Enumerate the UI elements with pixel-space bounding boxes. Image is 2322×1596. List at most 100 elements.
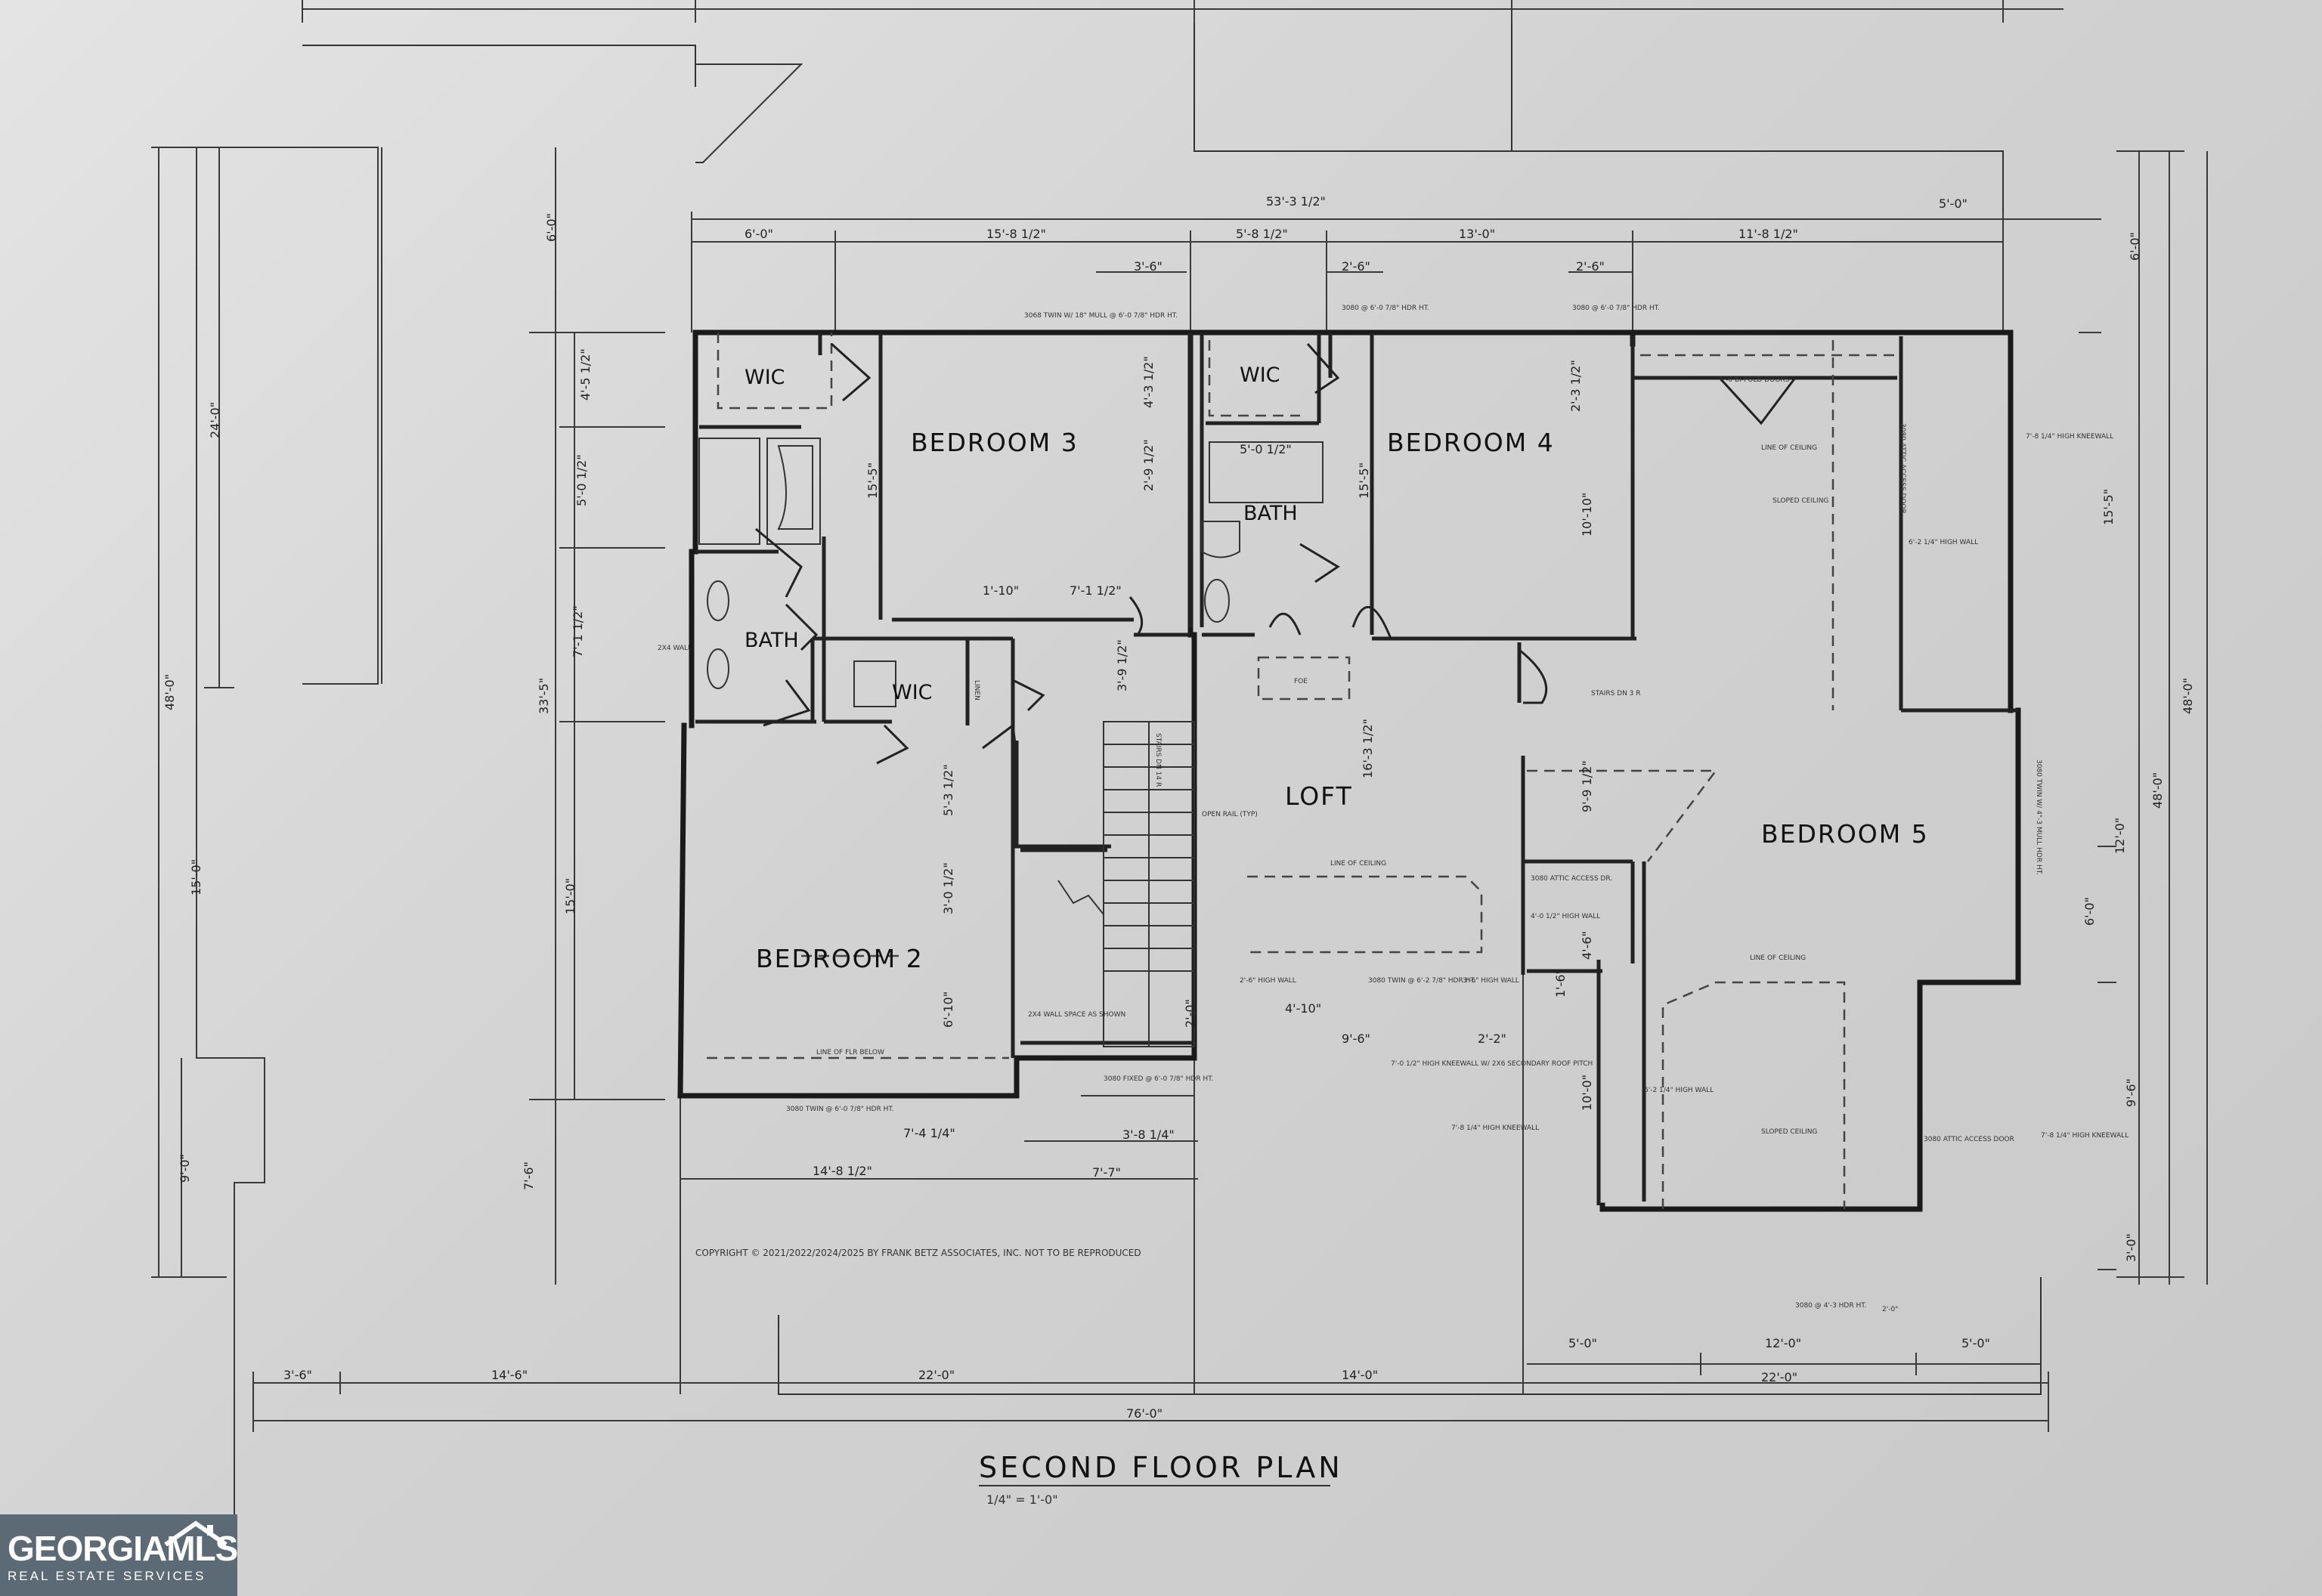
room-labels: BEDROOM 3 BEDROOM 4 BEDROOM 5 BEDROOM 2 … [745,363,1929,973]
dim-top-b: 15'-8 1/2" [986,227,1046,241]
dim-left-1: 6'-0" [544,213,559,242]
dim-b5-e: 2'-0" [1183,999,1197,1028]
bedroom-2-label: BEDROOM 2 [756,944,924,973]
dim-right-5: 6'-0" [2082,897,2097,926]
dim-left-11: 7'-6" [522,1161,536,1190]
dimension-labels: 76'-0" 3'-6" 14'-6" 22'-0" 14'-0" 22'-0"… [163,194,2195,1421]
note-16: 3'-6" HIGH WALL [1463,977,1519,985]
note-32: 2'-0" [1882,1306,1898,1313]
dim-left-6: 33'-5" [537,678,551,714]
dim-b5-d: 4'-6" [1580,931,1594,960]
note-5: LINE OF CEILING [1761,444,1817,452]
note-20: 3080 FIXED @ 6'-0 7/8" HDR HT. [1104,1075,1214,1083]
dim-right-6: 9'-6" [2124,1078,2138,1107]
note-18: LINE OF FLR BELOW [816,1049,884,1056]
dim-right-8: 48'-0" [2150,772,2165,809]
dim-loft-a: 3'-9 1/2" [1115,639,1129,691]
dim-bottom-5: 22'-0" [1761,1370,1797,1384]
linen-label: LINEN [973,680,980,701]
dim-left-2: 24'-0" [208,402,222,438]
dim-right-7: 3'-0" [2124,1233,2138,1262]
note-3: 3080 @ 6'-0 7/8" HDR HT. [1572,305,1660,312]
dim-b5-b: 10'-0" [1580,1075,1594,1111]
dim-top-c: 5'-8 1/2" [1236,227,1288,241]
dim-b3-h: 15'-5" [865,462,880,499]
note-4: 6'-0 BI-FOLD DOORS [1720,376,1790,384]
note-12: OPEN RAIL (TYP) [1202,811,1258,818]
dim-right-3: 15'-5" [2101,489,2116,525]
dim-bath4: 5'-0 1/2" [1240,442,1292,456]
note-26: SLOPED CEILING [1761,1128,1817,1136]
dim-loft-d: 2'-2" [1478,1032,1506,1046]
note-1: 3068 TWIN W/ 18" MULL @ 6'-0 7/8" HDR HT… [1024,312,1178,320]
note-29: 7'-8 1/4" HIGH KNEEWALL [2041,1132,2128,1140]
house-roof-icon [164,1520,228,1546]
note-7: 3080 ATTIC ACCESS DOOR [1899,423,1906,514]
foe-label: FOE [1294,678,1308,685]
dim-b2-d: 14'-8 1/2" [813,1164,872,1178]
logo-tagline: REAL ESTATE SERVICES [8,1569,206,1583]
dim-top-total: 53'-3 1/2" [1266,194,1326,209]
dim-b2-e: 7'-4 1/4" [903,1126,955,1140]
interior-walls [695,332,2018,1205]
note-21: 7'-0 1/2" HIGH KNEEWALL W/ 2X6 SECONDARY… [1391,1060,1593,1068]
dim-loft-c: 9'-6" [1342,1032,1370,1046]
wic-top-left-label: WIC [745,366,785,389]
note-2: 3080 @ 6'-0 7/8" HDR HT. [1342,305,1429,312]
dim-b4-a: 2'-3 1/2" [1568,360,1583,412]
dim-left-5: 9'-0" [178,1154,192,1183]
dim-top-f: 3'-6" [1134,259,1163,274]
dim-left-10: 15'-0" [563,878,577,914]
dim-b2-g: 7'-7" [1092,1165,1121,1180]
dim-left-4: 15'-0" [189,859,203,895]
note-17: 2X4 WALL SPACE AS SHOWN [1028,1011,1125,1019]
note-27: LINE OF CEILING [1750,954,1806,962]
note-30: 3080 TWIN W/ 4"-3 MULL HDR HT. [2035,759,2042,875]
dim-top-d: 13'-0" [1459,227,1495,241]
note-11: STAIRS DN 14 R [1154,733,1162,787]
dim-bottom-2: 14'-6" [491,1368,528,1382]
ceiling-lines [707,332,1897,1209]
dim-bottom-1: 3'-6" [283,1368,312,1382]
bedroom-4-label: BEDROOM 4 [1387,428,1555,457]
doors [755,342,1797,765]
dim-b2-f: 3'-8 1/4" [1122,1127,1175,1142]
bath-mid-label: BATH [1243,502,1298,525]
logo-wordmark: GEORGIAMLS [8,1529,238,1568]
dim-top-g: 2'-6" [1342,259,1370,274]
dim-b3-b: 2'-9 1/2" [1141,439,1156,491]
plan-notes: 3068 TWIN W/ 18" MULL @ 6'-0 7/8" HDR HT… [658,305,2128,1313]
dim-b3-a: 4'-3 1/2" [1141,356,1156,408]
dim-left-7: 7'-1 1/2" [571,605,585,657]
dim-b5-a: 9'-9 1/2" [1580,760,1594,812]
dim-bottom-r3: 5'-0" [1961,1336,1990,1350]
dim-bottom-3: 22'-0" [918,1368,955,1382]
dim-b4-w: 15'-5" [1357,462,1371,499]
dim-b2-a: 5'-3 1/2" [941,764,955,816]
loft-label: LOFT [1285,781,1353,811]
copyright-note: COPYRIGHT © 2021/2022/2024/2025 BY FRANK… [695,1248,1141,1258]
dim-b2-c: 6'-10" [941,991,955,1028]
dim-right-1: 6'-0" [2128,232,2142,261]
dim-left-9: 4'-5 1/2" [578,348,593,401]
dimension-frame [151,0,2208,1557]
dim-loft-h: 16'-3 1/2" [1361,719,1375,778]
bath-fixtures [698,438,1324,707]
note-31: 3080 @ 4'-3 HDR HT. [1795,1302,1867,1310]
bedroom-5-label: BEDROOM 5 [1761,819,1929,849]
dim-bottom-4: 14'-0" [1342,1368,1378,1382]
dim-left-8: 5'-0 1/2" [574,454,589,506]
dim-top-h: 2'-6" [1576,259,1605,274]
dim-top-right: 5'-0" [1939,196,1968,211]
dim-bottom-r2: 12'-0" [1765,1336,1801,1350]
dim-loft-b: 4'-10" [1285,1001,1321,1016]
note-23: 3080 ATTIC ACCESS DR. [1531,875,1612,883]
dim-top-e: 11'-8 1/2" [1738,227,1798,241]
note-10: STAIRS DN 3 R [1591,690,1641,697]
wic-b4-label: WIC [1240,363,1280,387]
note-33: 2X4 WALL [658,645,692,652]
dim-overall-width: 76'-0" [1126,1406,1163,1421]
wic-mid-label: WIC [892,681,933,704]
dim-right-4: 12'-0" [2113,818,2127,854]
